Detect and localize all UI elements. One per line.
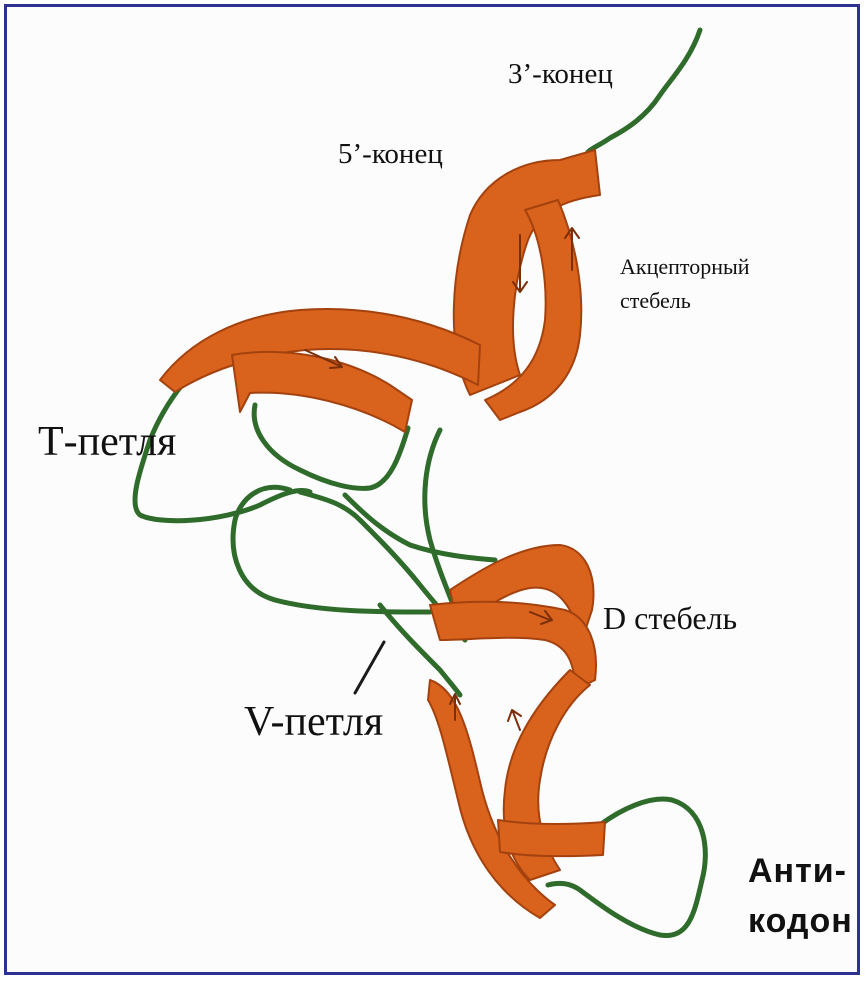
label-5-end: 5’-конец <box>338 138 443 171</box>
label-d-stem: D стебель <box>603 600 737 637</box>
ribbon-t-arm-lower <box>232 352 412 432</box>
label-v-loop: V-петля <box>244 698 383 746</box>
label-anticodon-line1: Анти- <box>748 852 847 891</box>
label-3-end: 3’-конец <box>508 58 613 91</box>
label-acceptor-stem-line2: стебель <box>620 288 691 314</box>
direction-arrow <box>508 710 521 730</box>
label-anticodon-line2: кодон <box>748 902 853 941</box>
ribbon-anticodon-tail <box>498 820 605 856</box>
backbone-anticodon-loop <box>548 799 705 936</box>
label-t-loop: Т-петля <box>38 418 176 466</box>
v-loop-pointer <box>355 642 384 693</box>
label-acceptor-stem-line1: Акцепторный <box>620 254 750 280</box>
backbone-3-end <box>588 30 700 152</box>
